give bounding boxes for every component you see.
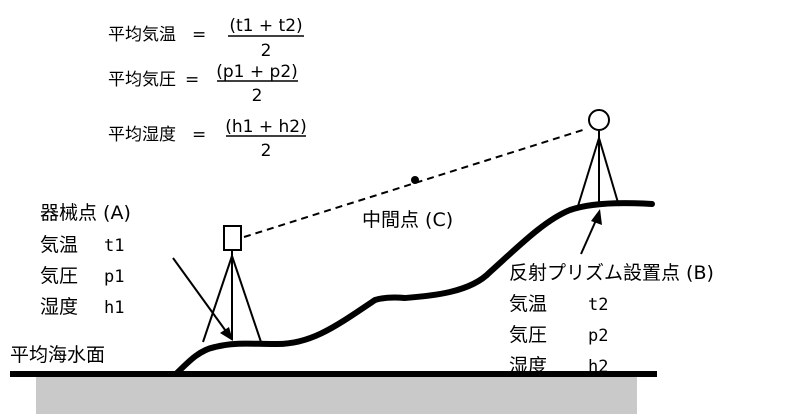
prism-label-pressure: 気圧 xyxy=(509,324,547,346)
prism-title: 反射プリズム設置点 (B) xyxy=(509,262,714,284)
midpoint-marker xyxy=(411,176,419,184)
formula-numerator: (p1 + p2) xyxy=(216,62,298,82)
formula-label: 平均湿度 xyxy=(108,125,176,145)
sea-level-label: 平均海水面 xyxy=(10,344,105,366)
prism-tripod xyxy=(577,109,620,207)
formula-humidity: 平均湿度 = (h1 + h2) 2 xyxy=(108,117,307,161)
prism-label-humidity: 湿度 xyxy=(509,355,547,377)
instrument-label-humidity: 湿度 xyxy=(40,296,78,318)
instrument-arrow xyxy=(172,257,233,341)
instrument-title: 器械点 (A) xyxy=(40,202,131,224)
equals-sign: = xyxy=(192,125,206,145)
prism-value-pressure: p2 xyxy=(588,326,608,346)
instrument-tripod xyxy=(202,225,262,343)
instrument-label-pressure: 気圧 xyxy=(40,265,78,287)
ground-block xyxy=(36,376,637,414)
formula-temperature: 平均気温 = (t1 + t2) 2 xyxy=(108,16,304,61)
prism-value-temp: t2 xyxy=(588,295,608,315)
prism-value-humidity: h2 xyxy=(588,357,608,377)
midpoint-label: 中間点 (C) xyxy=(362,209,453,231)
instrument-value-humidity: h1 xyxy=(104,298,124,318)
formula-denominator: 2 xyxy=(252,86,263,106)
prism-label-temp: 気温 xyxy=(509,293,547,315)
formula-numerator: (h1 + h2) xyxy=(225,117,307,137)
instrument-point-info: 器械点 (A) 気温 t1 気圧 p1 湿度 h1 xyxy=(40,202,131,318)
formula-pressure: 平均気圧 = (p1 + p2) 2 xyxy=(108,62,298,106)
formula-label: 平均気温 xyxy=(108,25,176,45)
formula-denominator: 2 xyxy=(261,141,272,161)
instrument-value-pressure: p1 xyxy=(104,267,124,287)
equals-sign: = xyxy=(185,70,199,90)
formula-denominator: 2 xyxy=(261,41,272,61)
prism-arrow xyxy=(580,209,602,255)
formula-numerator: (t1 + t2) xyxy=(229,16,302,36)
instrument-value-temp: t1 xyxy=(104,236,124,256)
formula-label: 平均気圧 xyxy=(108,70,176,90)
terrain-profile xyxy=(173,200,655,377)
prism-point-info: 反射プリズム設置点 (B) 気温 t2 気圧 p2 湿度 h2 xyxy=(509,262,714,377)
instrument-label-temp: 気温 xyxy=(40,234,78,256)
equals-sign: = xyxy=(192,25,206,45)
